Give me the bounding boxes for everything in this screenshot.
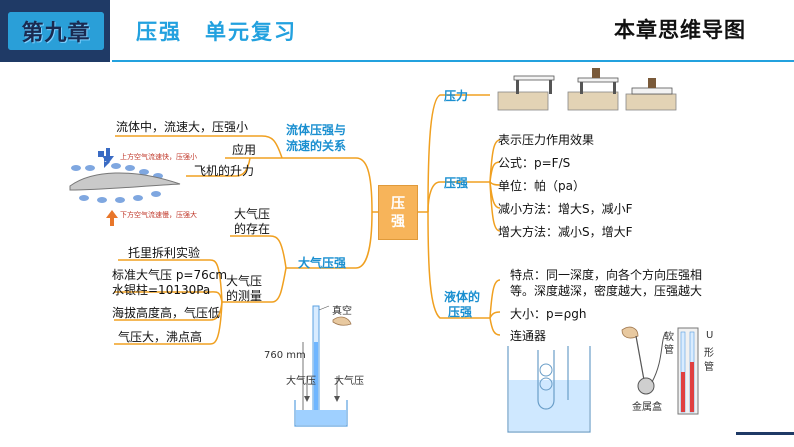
connector-measure-standard: [114, 291, 223, 303]
liquid-feature-line1: 特点：同一深度，向各个方向压强相: [510, 268, 703, 282]
force-experiment-illustration: [497, 68, 677, 111]
wing-shape: [69, 172, 181, 191]
hand-icon: [621, 326, 639, 339]
branch-liquid-line2: 压强: [448, 305, 473, 319]
connector-liquid-connector: [489, 317, 501, 336]
wing-illustration: [69, 148, 181, 226]
connector-atm-measure: [222, 267, 287, 303]
diagram-vacuum: 真空: [332, 306, 352, 317]
connector-pressure-formula: [489, 161, 501, 183]
header-bar: [0, 0, 794, 62]
diagram-right-pressure: 大气压: [334, 376, 364, 387]
arrow-down-blue-icon: [102, 148, 114, 164]
branch-liquid-line1: 液体的: [444, 290, 481, 304]
connector-pressure-increase: [489, 181, 501, 232]
branch-fluid-line2: 流速的关系: [286, 139, 347, 153]
connector-measure-boiling: [114, 301, 223, 345]
connector-measure-torricelli: [118, 259, 223, 303]
atm-existence-line2: 的存在: [234, 222, 271, 236]
page-title: 压强 单元复习: [136, 20, 297, 44]
gauge-soft-tube-2: 管: [664, 345, 674, 356]
connector-liquid-magnitude: [489, 311, 501, 319]
connector-application-example: [186, 157, 251, 177]
footer-accent-bar: [736, 432, 794, 435]
branch-atmosphere: 大气压强: [298, 256, 347, 270]
pressure-gauge-illustration: [621, 326, 699, 415]
connector-to-atmosphere: [286, 211, 373, 269]
atm-existence-line1: 大气压: [234, 207, 271, 221]
connector-liquid-feature: [489, 279, 501, 319]
torricelli-diagram: [294, 305, 352, 427]
gauge-soft-tube-1: 软: [664, 332, 674, 343]
gauge-u-1: U: [706, 330, 714, 341]
fluid-application: 应用: [232, 143, 257, 157]
branch-pressure: 压强: [444, 176, 469, 190]
pressure-increase: 增大方法：减小S，增大F: [498, 225, 633, 239]
atm-torricelli: 托里拆利实验: [128, 246, 201, 260]
branch-force: 压力: [444, 89, 469, 103]
fluid-example: 飞机的升力: [194, 164, 255, 178]
liquid-connector: 连通器: [510, 329, 547, 343]
pressure-unit: 单位：帕（pa）: [498, 179, 585, 193]
center-node-line2: 强: [391, 213, 405, 230]
chapter-badge: 第九章: [8, 12, 104, 50]
atm-altitude: 海拔高度高，气压低: [112, 306, 221, 320]
center-node: 压 强: [378, 185, 418, 240]
diagram-left-pressure: 大气压: [286, 376, 316, 387]
liquid-feature-line2: 等。深度越深，密度越大，压强越大: [510, 284, 703, 298]
header-divider: [112, 60, 794, 62]
atm-standard-line2: 水银柱=10130Pa: [112, 283, 211, 297]
hand-icon: [332, 316, 352, 326]
center-node-line1: 压: [391, 195, 405, 212]
pressure-meaning: 表示压力作用效果: [498, 133, 595, 147]
diagram-height: 760 mm: [264, 350, 306, 361]
atm-boiling: 气压大，沸点高: [118, 330, 203, 344]
pressure-formula: 公式：p=F/S: [498, 156, 571, 170]
arrow-up-icon: [106, 210, 118, 226]
fluid-rule: 流体中，流速大，压强小: [116, 120, 249, 134]
arrow-down-icon-stem: [98, 151, 104, 157]
mindmap-heading: 本章思维导图: [614, 18, 746, 42]
atm-measure-line2: 的测量: [226, 289, 263, 303]
connector-to-fluid: [282, 157, 373, 213]
branch-fluid-line1: 流体压强与: [286, 123, 347, 137]
liquid-magnitude: 大小：p=ρgh: [510, 307, 587, 321]
atm-standard-line1: 标准大气压 p=76cm: [112, 268, 228, 282]
connector-to-liquid: [427, 211, 490, 319]
connector-atm-existence: [230, 235, 287, 269]
wing-bottom-note: 下方空气流速慢，压强大: [120, 211, 197, 219]
gauge-u-3: 管: [704, 362, 714, 373]
atm-measure-line1: 大气压: [226, 274, 263, 288]
gauge-u-2: 形: [704, 348, 714, 359]
connector-to-force: [427, 94, 490, 213]
gauge-box: 金属盒: [632, 402, 662, 413]
pressure-decrease: 减小方法：增大S，减小F: [498, 202, 633, 216]
connected-vessel-illustration: [507, 346, 591, 433]
connector-fluid-rule: [115, 135, 283, 159]
chapter-badge-label: 第九章: [21, 21, 91, 46]
connector-to-pressure: [427, 181, 490, 213]
wing-top-note: 上方空气流速快，压强小: [120, 153, 197, 161]
